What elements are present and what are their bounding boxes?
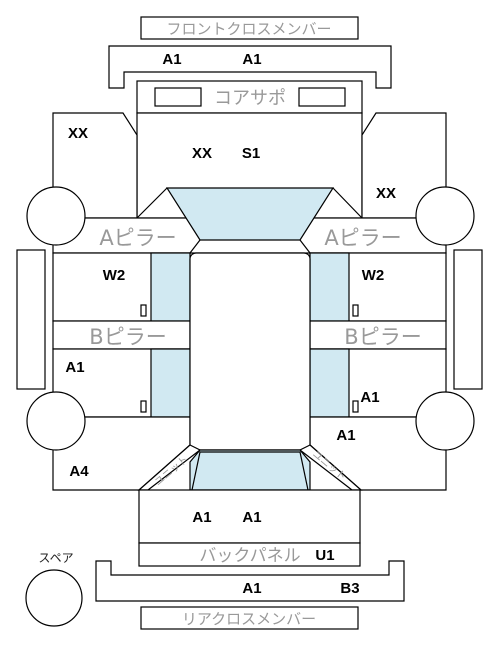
grade-rear-cross-right: B3 [340,580,359,597]
grade-left-front-door: W2 [103,267,126,284]
a-pillar-left-label: Aピラー [99,226,176,250]
front-cross-member-label: フロントクロスメンバー [166,20,331,38]
trunk-lid [138,489,361,544]
grade-front-cross-right: A1 [242,51,261,68]
back-panel [138,542,361,567]
wheel-rear-left [26,391,86,451]
right-front-handle [352,304,359,317]
a-pillar-right-label: Aピラー [324,226,401,250]
left-front-handle [140,304,147,317]
b-pillar-right-label: Bピラー [344,325,421,349]
left-rear-window [150,348,191,418]
rear-cross-member-panel [95,560,405,602]
grade-right-front-fender: XX [376,185,396,202]
grade-rear-cross-left: A1 [242,580,261,597]
left-front-window [150,252,191,322]
right-side-sill [453,249,483,390]
right-rear-handle [352,400,359,413]
wheel-rear-right [415,391,475,451]
front-cross-member-box [140,16,359,40]
wheel-front-right [415,186,475,246]
grade-trunk-right: A1 [242,509,261,526]
roof-panel [189,252,311,451]
rear-cross-member-label: リアクロスメンバー [182,610,316,628]
left-side-sill [16,249,46,390]
right-rear-window [309,348,350,418]
grade-right-rear-door: A1 [360,389,379,406]
front-cross-member-panel [108,45,392,89]
b-pillar-left-band [52,320,191,350]
grade-trunk-left: A1 [192,509,211,526]
a-pillar-trim [136,187,363,254]
core-support-right-slot [298,87,346,107]
grade-left-rear-quarter: A4 [69,463,89,480]
wheel-front-left [26,186,86,246]
rear-cross-member-box [140,606,359,630]
back-panel-label: バックパネル [199,546,300,566]
spare-label: スペア [38,551,73,565]
grade-hood-left: XX [192,145,212,162]
core-support-label: コアサポ [214,88,286,109]
grade-front-cross-left: A1 [162,51,181,68]
rear-window-glass [191,451,309,491]
grade-right-front-door: W2 [362,267,385,284]
b-pillar-left-label: Bピラー [89,325,166,349]
left-rear-handle [140,400,147,413]
right-front-window [309,252,350,322]
grade-hood-right: S1 [242,145,260,162]
core-support-left-slot [154,87,202,107]
grade-left-front-fender: XX [68,125,88,142]
grade-back-panel: U1 [315,547,334,564]
grade-left-rear-door: A1 [65,359,84,376]
spare-tire [25,569,83,627]
grade-right-rear-quarter: A1 [336,427,355,444]
